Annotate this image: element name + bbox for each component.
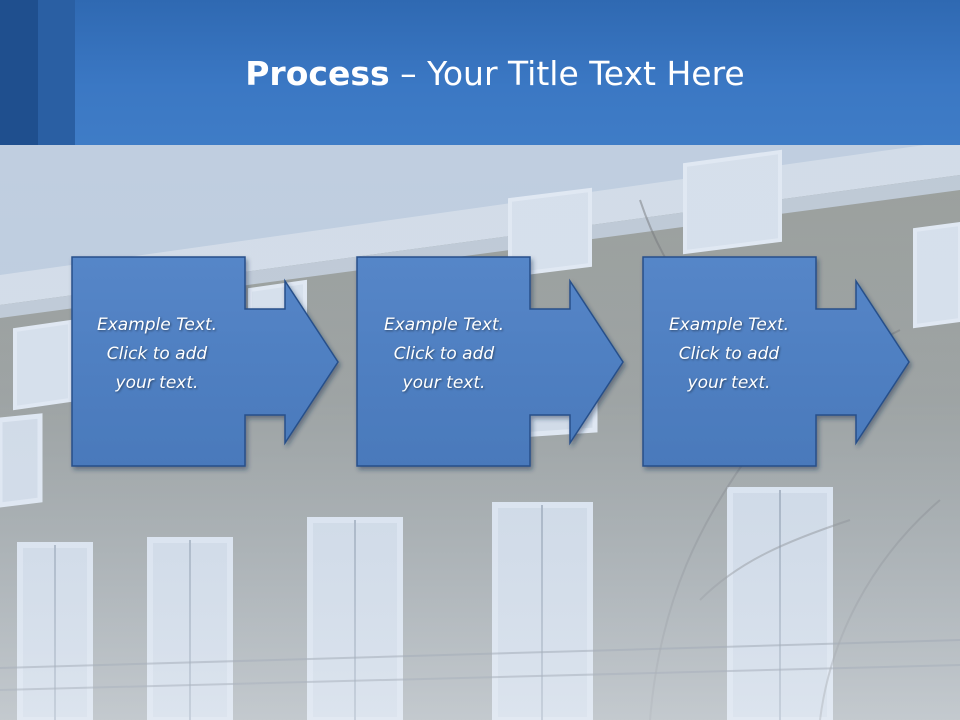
step-line: your text.: [687, 373, 771, 393]
step-line: Example Text.: [383, 315, 505, 335]
slide-title[interactable]: Process – Your Title Text Here: [75, 50, 915, 98]
step-line: Example Text.: [96, 315, 218, 335]
step-line: Example Text.: [668, 315, 790, 335]
process-step-3-text[interactable]: Example Text. Click to add your text.: [644, 311, 814, 398]
process-step-2-text[interactable]: Example Text. Click to add your text.: [359, 311, 529, 398]
title-bar: [0, 0, 960, 145]
title-rest: – Your Title Text Here: [389, 54, 745, 93]
header-accent-stripe: [38, 0, 75, 145]
process-step-2-shape[interactable]: [356, 256, 624, 467]
step-line: Click to add: [678, 344, 780, 364]
process-step-3-shape[interactable]: [642, 256, 910, 467]
process-step-1-shape[interactable]: [71, 256, 339, 467]
header-accent-stripe: [0, 0, 38, 145]
process-step-1-text[interactable]: Example Text. Click to add your text.: [72, 311, 242, 398]
step-line: your text.: [402, 373, 486, 393]
step-line: Click to add: [393, 344, 495, 364]
step-line: your text.: [115, 373, 199, 393]
step-line: Click to add: [106, 344, 208, 364]
title-bold: Process: [245, 54, 390, 93]
